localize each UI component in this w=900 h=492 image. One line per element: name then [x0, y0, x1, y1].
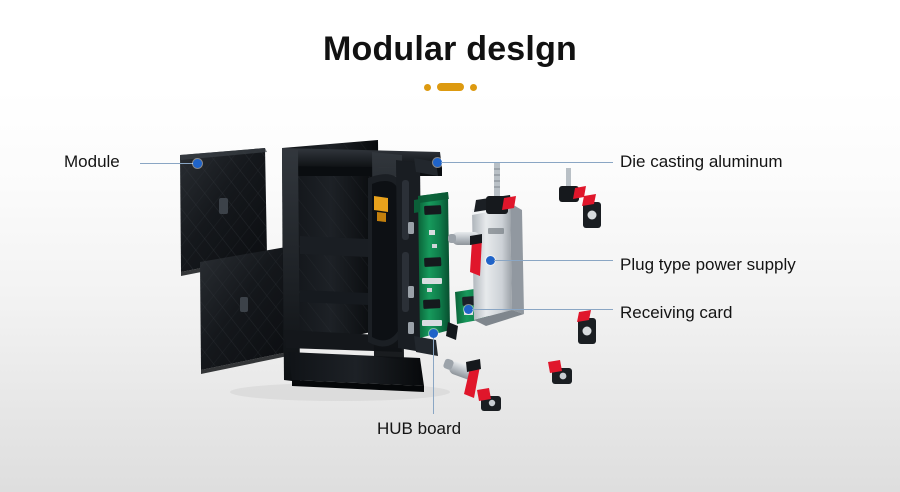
ornament-dot-right: [469, 83, 477, 91]
callout-label-receiving-card: Receiving card: [620, 303, 733, 322]
callout-leader-plug-type-power-supply: [494, 260, 613, 261]
callout-leader-module: [140, 163, 196, 164]
locking-bolt-upper-right: [486, 163, 516, 214]
corner-bracket-upper-right: [559, 168, 601, 228]
callout-anchor-hub-board: [429, 329, 438, 338]
callout-label-die-casting-aluminum: Die casting aluminum: [620, 152, 783, 171]
callout-anchor-receiving-card: [464, 305, 473, 314]
hub-board-pcb: [414, 192, 458, 340]
title-divider-ornament: [0, 83, 900, 91]
ornament-pill: [436, 83, 464, 91]
corner-bracket-mid-right: [577, 310, 596, 344]
corner-bracket-bottom-center: [477, 388, 501, 411]
page-title: Modular deslgn: [322, 30, 578, 68]
ornament-dot-left: [423, 83, 431, 91]
callout-label-hub-board: HUB board: [377, 419, 462, 438]
callout-anchor-module: [193, 159, 202, 168]
callout-leader-hub-board: [433, 338, 434, 414]
callout-leader-die-casting-aluminum: [441, 162, 613, 163]
led-module-lower-panel: [200, 247, 288, 374]
callout-leader-receiving-card: [472, 309, 613, 310]
locking-bolt-lower-center: [443, 358, 481, 398]
callout-label-plug-type-power-supply: Plug type power supply: [620, 255, 796, 274]
die-cast-cabinet-frame: [282, 140, 442, 392]
callout-anchor-die-casting-aluminum: [433, 158, 442, 167]
callout-anchor-plug-type-power-supply: [486, 256, 495, 265]
callout-label-module: Module: [64, 152, 120, 171]
corner-bracket-lower-right: [548, 360, 572, 384]
